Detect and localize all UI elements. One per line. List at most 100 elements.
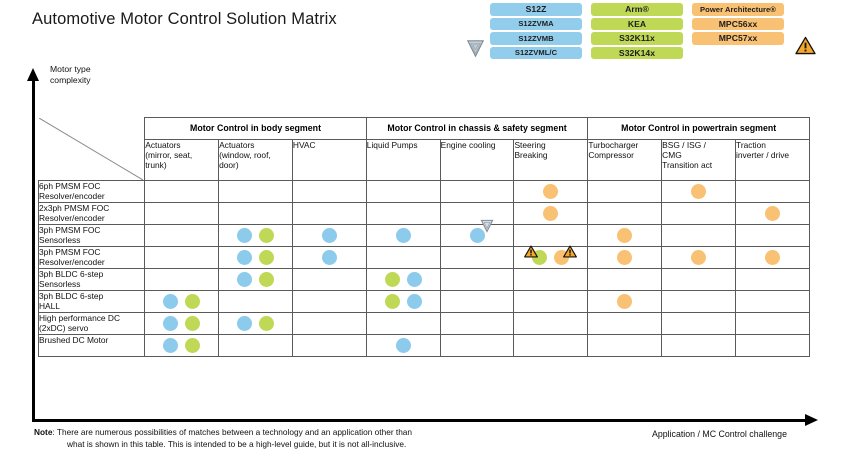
legend-chip[interactable]: Arm® [591, 3, 683, 16]
matrix-cell[interactable] [661, 180, 737, 203]
matrix-cell[interactable] [144, 180, 220, 203]
matrix-cell[interactable] [439, 180, 515, 203]
matrix-cell[interactable] [513, 202, 589, 225]
matrix-cell[interactable] [735, 202, 810, 225]
matrix-cell[interactable] [365, 268, 441, 291]
solution-dot-orange[interactable] [554, 245, 578, 265]
matrix-cell[interactable] [735, 312, 810, 335]
matrix-cell[interactable] [218, 268, 293, 291]
legend-chip[interactable]: S12Z [490, 3, 582, 16]
matrix-cell[interactable] [291, 290, 367, 313]
matrix-cell[interactable] [587, 202, 663, 225]
solution-dot-blue[interactable] [237, 250, 252, 265]
matrix-cell[interactable] [218, 180, 293, 203]
legend-chip[interactable]: S12ZVMB [490, 32, 582, 45]
solution-dot-blue[interactable] [395, 228, 411, 243]
legend-chip[interactable]: MPC57xx [692, 32, 784, 45]
matrix-cell[interactable] [218, 290, 293, 313]
matrix-cell[interactable] [513, 290, 589, 313]
solution-dot-blue[interactable] [321, 250, 337, 265]
matrix-cell[interactable] [291, 224, 367, 247]
solution-dot-orange[interactable] [691, 184, 707, 199]
matrix-cell[interactable] [365, 312, 441, 335]
legend-chip[interactable]: MPC56xx [692, 17, 784, 30]
solution-dot-green[interactable] [259, 250, 274, 265]
matrix-cell[interactable] [365, 246, 441, 269]
solution-dot-blue[interactable] [406, 294, 422, 309]
solution-dot-orange[interactable] [543, 184, 559, 199]
matrix-cell[interactable] [513, 245, 589, 269]
solution-dot-green[interactable] [384, 294, 400, 309]
solution-dot-orange[interactable] [765, 206, 780, 221]
matrix-cell[interactable] [439, 268, 515, 291]
matrix-cell[interactable] [144, 290, 220, 313]
solution-dot-blue[interactable] [321, 228, 337, 243]
solution-dot-orange[interactable] [617, 250, 633, 265]
matrix-cell[interactable] [587, 224, 663, 247]
matrix-cell[interactable] [218, 202, 293, 225]
solution-dot-blue[interactable] [237, 316, 252, 331]
matrix-cell[interactable] [291, 312, 367, 335]
matrix-cell[interactable] [291, 180, 367, 203]
matrix-cell[interactable] [661, 224, 737, 247]
matrix-cell[interactable] [144, 224, 220, 247]
legend-chip[interactable]: KEA [591, 17, 683, 30]
matrix-cell[interactable] [365, 202, 441, 225]
matrix-cell[interactable] [661, 246, 737, 269]
matrix-cell[interactable] [218, 246, 293, 269]
matrix-cell[interactable] [365, 180, 441, 203]
solution-dot-blue[interactable] [395, 338, 411, 353]
solution-dot-green[interactable] [185, 316, 201, 331]
legend-chip[interactable]: Power Architecture® [692, 3, 784, 16]
matrix-cell[interactable] [587, 268, 663, 291]
matrix-cell[interactable] [365, 334, 441, 357]
matrix-cell[interactable] [513, 224, 589, 247]
matrix-cell[interactable] [144, 312, 220, 335]
solution-dot-blue[interactable] [163, 294, 179, 309]
matrix-cell[interactable] [144, 334, 220, 357]
matrix-cell[interactable] [439, 290, 515, 313]
matrix-cell[interactable] [735, 180, 810, 203]
matrix-cell[interactable] [513, 268, 589, 291]
matrix-cell[interactable] [587, 180, 663, 203]
matrix-cell[interactable] [439, 219, 515, 247]
matrix-cell[interactable] [218, 334, 293, 357]
matrix-cell[interactable] [661, 202, 737, 225]
matrix-cell[interactable] [439, 334, 515, 357]
matrix-cell[interactable] [365, 224, 441, 247]
legend-chip[interactable]: S32K11x [591, 32, 683, 45]
matrix-cell[interactable] [513, 312, 589, 335]
matrix-cell[interactable] [218, 312, 293, 335]
matrix-cell[interactable] [735, 290, 810, 313]
solution-dot-blue[interactable] [237, 228, 252, 243]
matrix-cell[interactable] [291, 202, 367, 225]
matrix-cell[interactable] [661, 268, 737, 291]
matrix-cell[interactable] [291, 268, 367, 291]
matrix-cell[interactable] [439, 312, 515, 335]
matrix-cell[interactable] [735, 268, 810, 291]
solution-dot-orange[interactable] [691, 250, 707, 265]
matrix-cell[interactable] [587, 312, 663, 335]
solution-dot-orange[interactable] [543, 206, 559, 221]
legend-chip[interactable]: S12ZVMA [490, 17, 582, 30]
matrix-cell[interactable] [144, 246, 220, 269]
matrix-cell[interactable] [735, 246, 810, 269]
matrix-cell[interactable] [144, 202, 220, 225]
solution-dot-blue[interactable] [163, 316, 179, 331]
solution-dot-green[interactable] [185, 294, 201, 309]
matrix-cell[interactable] [661, 334, 737, 357]
solution-dot-green[interactable] [259, 316, 274, 331]
solution-dot-orange[interactable] [765, 250, 780, 265]
matrix-cell[interactable] [439, 246, 515, 269]
matrix-cell[interactable] [587, 334, 663, 357]
matrix-cell[interactable] [291, 334, 367, 357]
legend-chip[interactable]: S32K14x [591, 46, 683, 59]
solution-dot-blue[interactable] [237, 272, 252, 287]
solution-dot-green[interactable] [185, 338, 201, 353]
matrix-cell[interactable] [587, 246, 663, 269]
legend-chip[interactable]: S12ZVML/C [490, 46, 582, 59]
matrix-cell[interactable] [439, 202, 515, 225]
solution-dot-blue[interactable] [469, 219, 493, 243]
matrix-cell[interactable] [144, 268, 220, 291]
solution-dot-green[interactable] [524, 245, 548, 265]
